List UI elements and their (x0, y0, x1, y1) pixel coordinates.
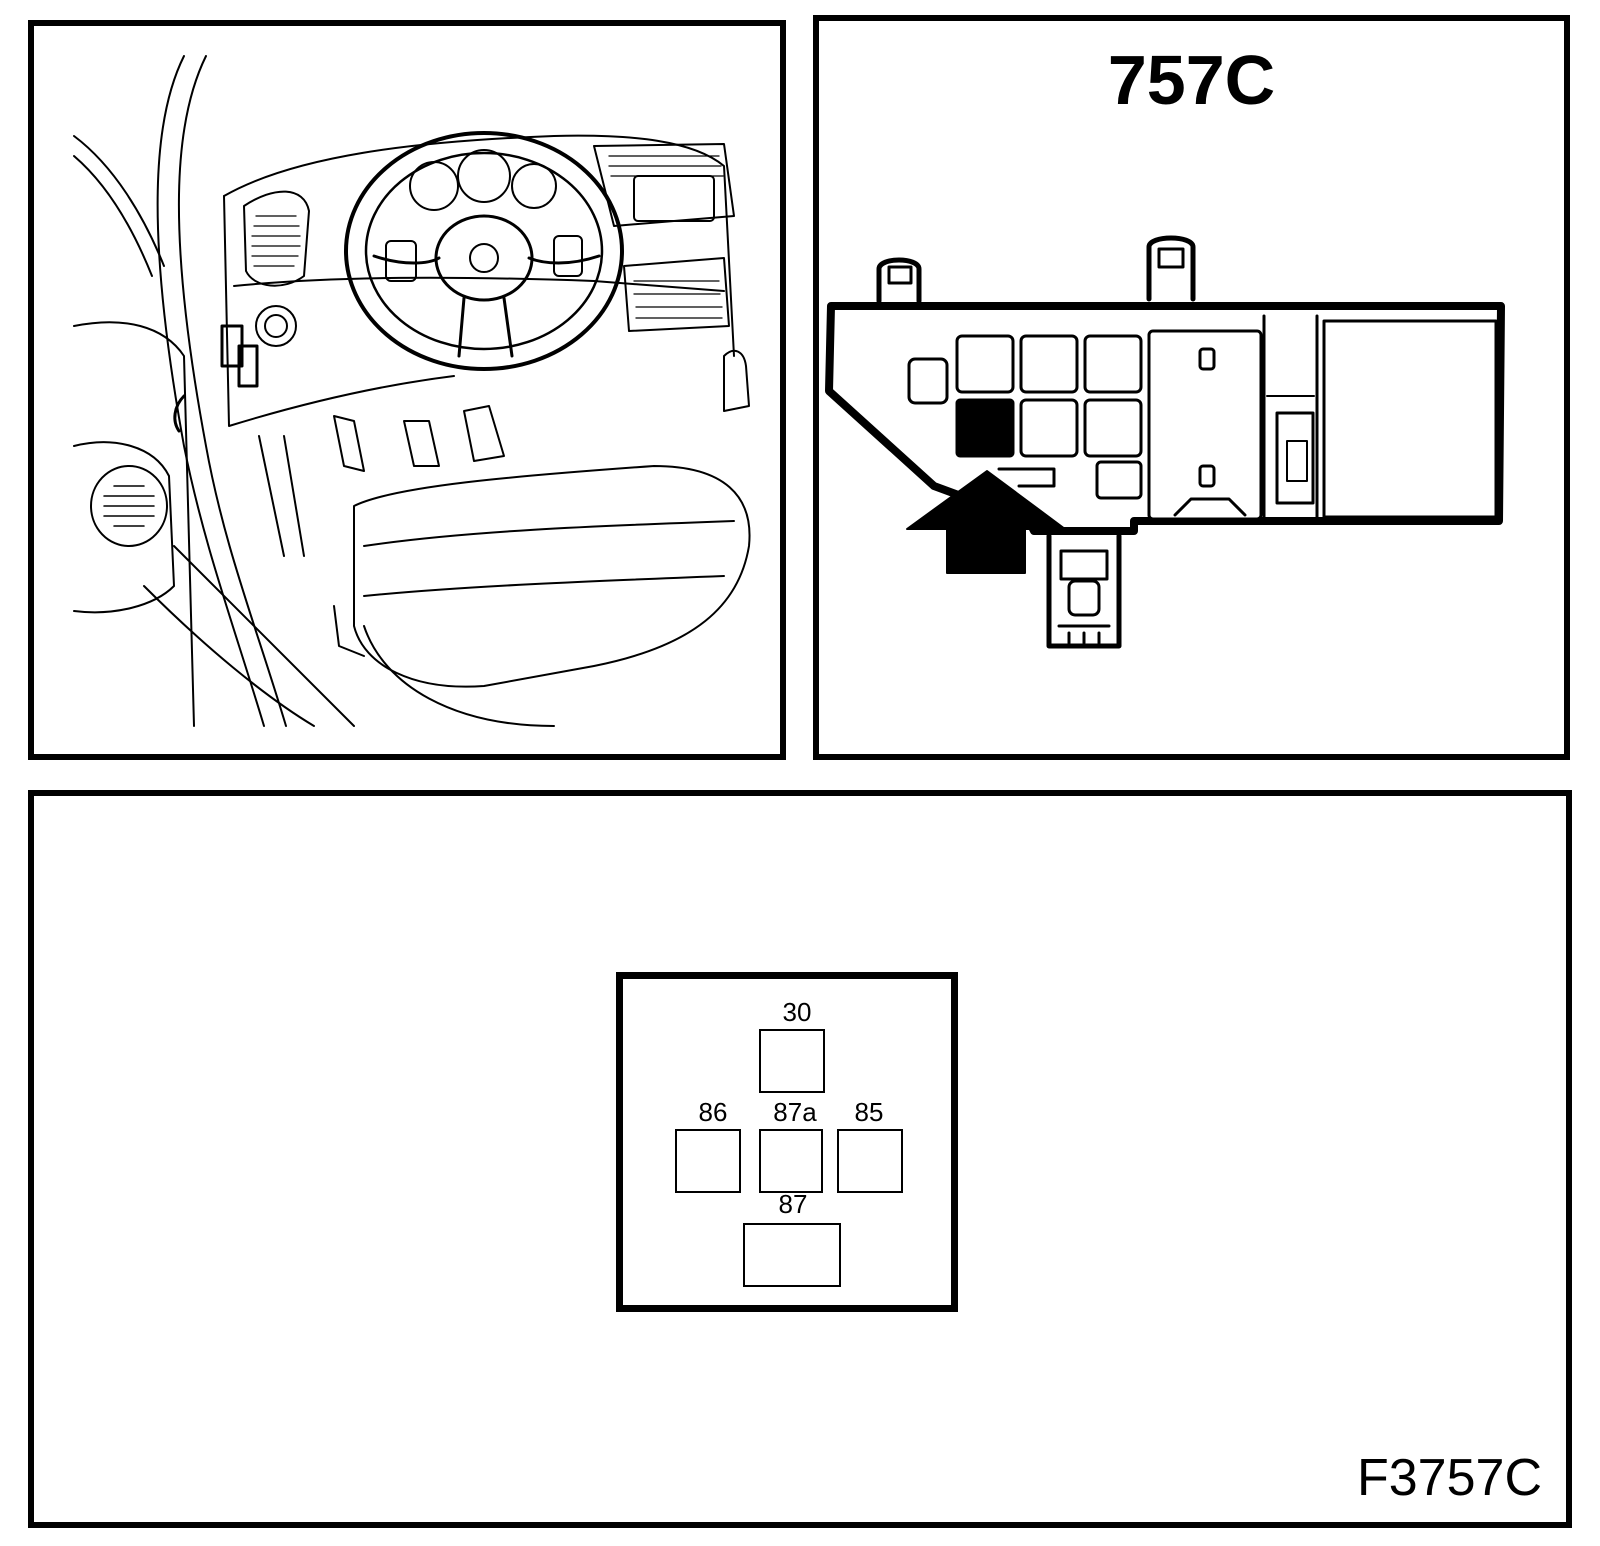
pin-87a (759, 1129, 823, 1193)
pin-87-label: 87 (778, 1189, 808, 1219)
relay-box-drawing (825, 235, 1505, 649)
relay-box-panel: 757C (813, 15, 1570, 760)
relay-pinout-frame: 30 86 87a 85 87 (616, 972, 958, 1312)
pin-86-label: 86 (698, 1097, 728, 1127)
pin-87 (743, 1223, 841, 1287)
pin-85 (837, 1129, 903, 1193)
pin-30 (759, 1029, 825, 1093)
car-interior-panel (28, 20, 786, 760)
relay-id-title: 757C (1107, 41, 1276, 119)
figure-reference: F3757C (1357, 1449, 1542, 1507)
pin-86 (675, 1129, 741, 1193)
pin-30-label: 30 (782, 997, 812, 1027)
pin-85-label: 85 (854, 1097, 884, 1127)
car-interior-drawing (73, 55, 751, 727)
relay-pinout-panel: 30 86 87a 85 87 F3757C (28, 790, 1572, 1528)
pin-87a-label: 87a (773, 1097, 817, 1127)
